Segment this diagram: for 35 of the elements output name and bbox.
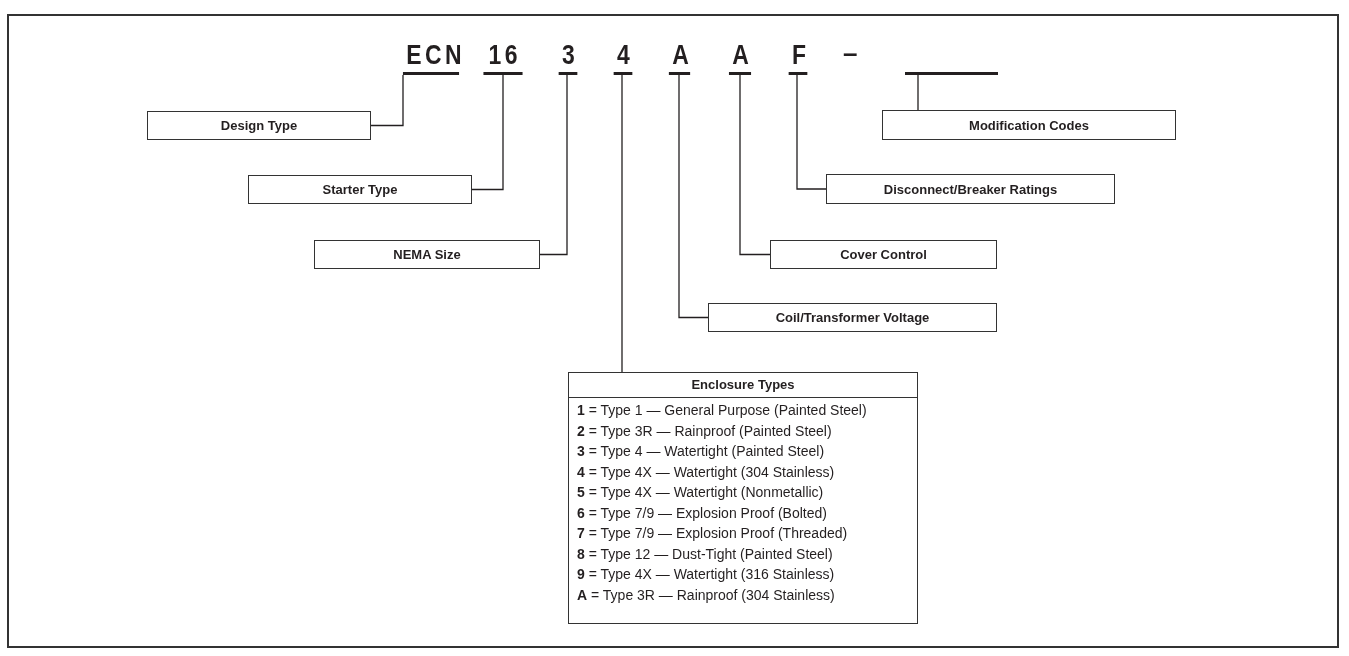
field-label-box: Starter Type [248, 175, 472, 204]
code-segment: F [788, 40, 808, 75]
leader-line [471, 74, 504, 191]
code-definition: 9 = Type 4X — Watertight (316 Stainless) [576, 565, 836, 584]
code-definition: 6 = Type 7/9 — Explosion Proof (Bolted) [576, 503, 828, 523]
code-definition: A = Type 3R — Rainproof (304 Stainless) [576, 585, 836, 605]
code-segment: 16 [483, 40, 523, 75]
field-label-box: Design Type [147, 111, 371, 140]
code-segment: 3 [558, 40, 578, 75]
code-definition: 3 = Type 4 — Watertight (Painted Steel) [576, 442, 826, 461]
field-label-box: Cover Control [770, 240, 997, 269]
leader-line [796, 74, 827, 190]
field-label-box: Modification Codes [882, 110, 1176, 140]
leader-line [739, 74, 771, 256]
code-definition: 5 = Type 4X — Watertight (Nonmetallic) [576, 483, 825, 502]
code-segment: A [728, 40, 752, 75]
code-segment: A [668, 40, 691, 75]
leader-line [539, 74, 568, 256]
leader-line [621, 74, 623, 373]
field-label-box: NEMA Size [314, 240, 540, 269]
field-label-box: Coil/Transformer Voltage [708, 303, 997, 332]
table-heading: Enclosure Types [569, 373, 917, 398]
code-segment: 4 [613, 40, 633, 75]
field-label-box: Disconnect/Breaker Ratings [826, 174, 1115, 204]
code-definition: 4 = Type 4X — Watertight (304 Stainless) [576, 462, 836, 482]
leader-line [370, 74, 404, 127]
leader-line [678, 74, 709, 319]
leader-line [917, 74, 919, 111]
code-segment: ECN [402, 40, 460, 75]
code-definition: 7 = Type 7/9 — Explosion Proof (Threaded) [576, 524, 849, 543]
definition-box [568, 372, 918, 624]
code-definition: 8 = Type 12 — Dust-Tight (Painted Steel) [576, 544, 834, 564]
code-definition: 2 = Type 3R — Rainproof (Painted Steel) [576, 421, 833, 441]
code-definition: 1 = Type 1 — General Purpose (Painted Steel) [576, 401, 868, 420]
separator-dash: – [843, 38, 858, 69]
